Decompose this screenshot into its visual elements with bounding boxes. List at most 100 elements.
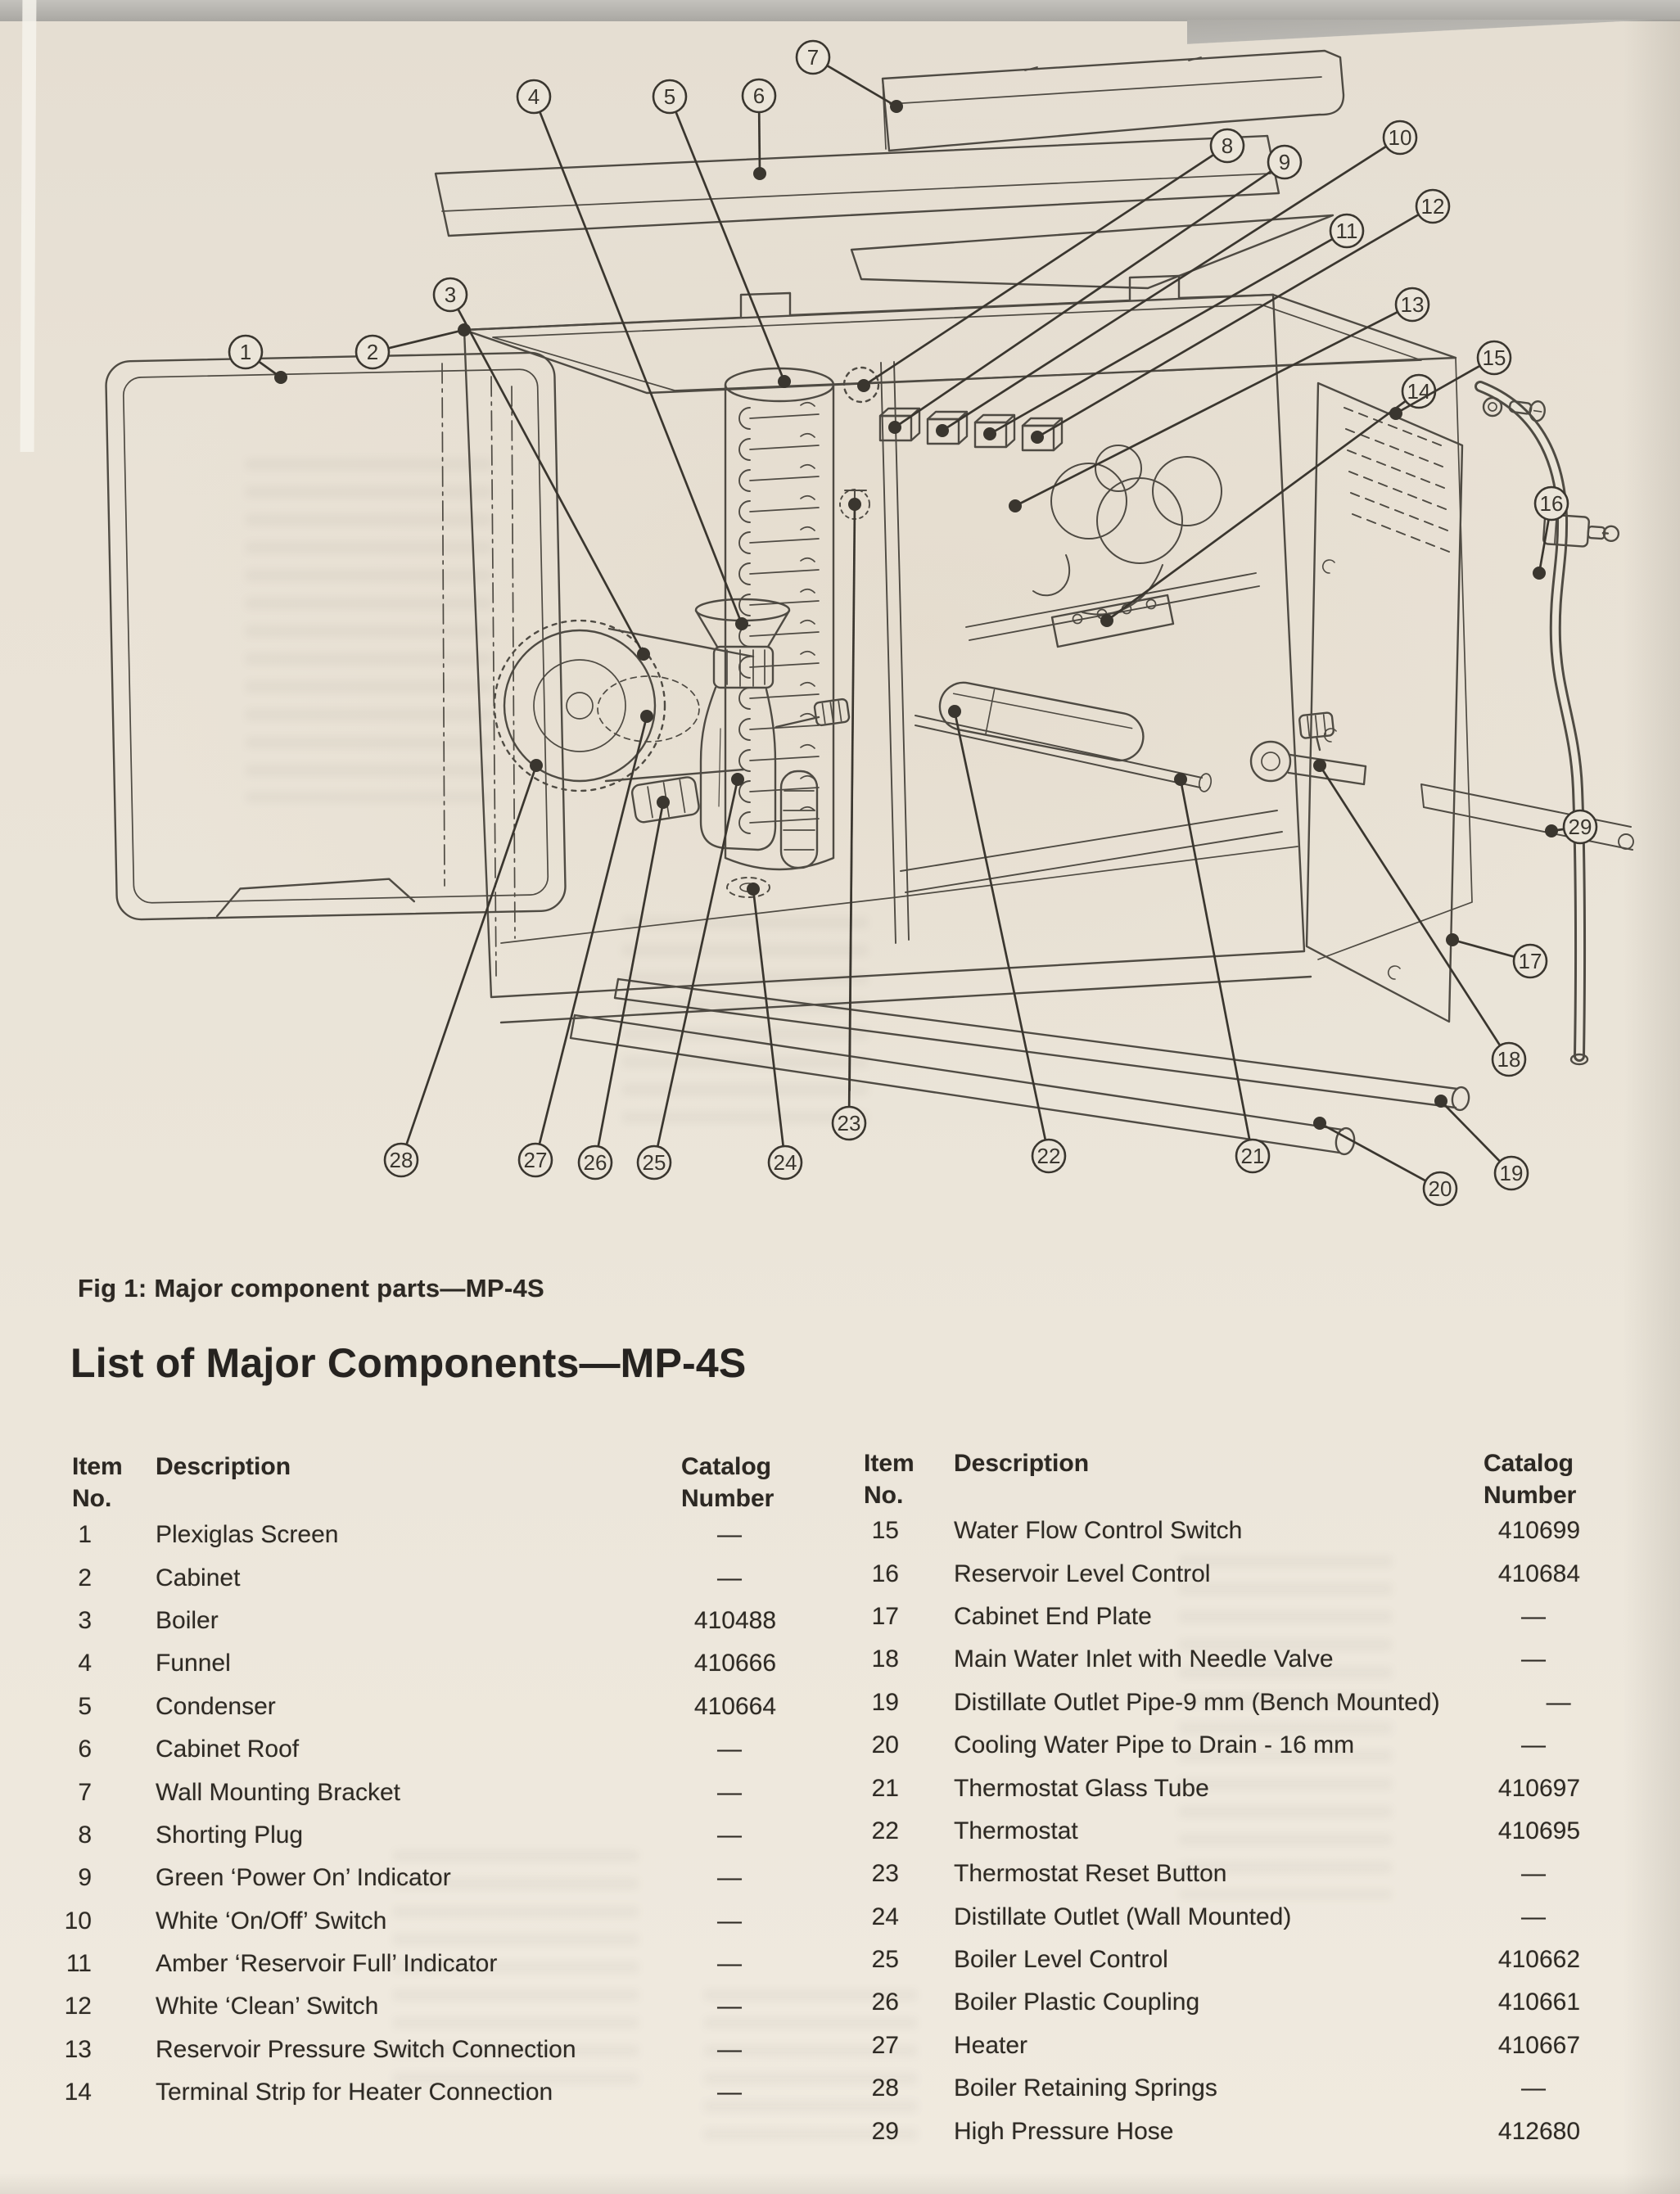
callout-number: 25 <box>643 1150 666 1175</box>
callout-25: 25 <box>636 773 744 1181</box>
part-description: Condenser <box>156 1692 276 1720</box>
leader-dot <box>1100 614 1113 627</box>
callout-7: 7 <box>795 39 903 113</box>
callout-22: 22 <box>948 705 1067 1174</box>
item-number: 6 <box>78 1736 92 1763</box>
thermostat <box>938 681 1145 762</box>
catalog-number: 410697 <box>1497 1774 1580 1802</box>
callout-19: 19 <box>1434 1095 1529 1191</box>
callout-number: 27 <box>524 1148 548 1172</box>
scanner-edge-band <box>0 0 1680 21</box>
part-description: Reservoir Pressure Switch Connection <box>156 2035 576 2063</box>
page-curl-shading <box>1623 20 1680 2194</box>
part-description: Cabinet Roof <box>156 1736 300 1763</box>
item-number: 25 <box>871 1946 899 1974</box>
callout-8: 8 <box>857 128 1245 392</box>
distillate-outlet-flange <box>726 877 770 898</box>
catalog-number: — <box>1546 1688 1571 1716</box>
exploded-view-diagram: 1234567891011121314151617181920212223242… <box>105 39 1634 1207</box>
part-description: Cooling Water Pipe to Drain - 16 mm <box>954 1731 1355 1759</box>
switch-indicator-blocks <box>878 407 1064 452</box>
thermostat-glass-tube <box>915 715 1213 792</box>
callout-number: 20 <box>1429 1176 1452 1201</box>
condenser <box>724 367 835 871</box>
callout-9: 9 <box>888 144 1303 434</box>
leader-dot <box>1031 431 1044 444</box>
cabinet-front-frame <box>463 293 1306 999</box>
catalog-number: — <box>1521 1646 1546 1673</box>
catalog-number: 410661 <box>1497 1989 1580 2016</box>
cabinet-roof <box>434 134 1280 237</box>
showthrough-smudge <box>246 458 491 802</box>
leader-dot <box>735 617 748 630</box>
item-number: 22 <box>871 1817 899 1844</box>
item-number: 4 <box>78 1650 92 1677</box>
part-description: Wall Mounting Bracket <box>156 1778 401 1806</box>
callout-10: 10 <box>936 120 1418 437</box>
figure-caption: Fig 1: Major component parts—MP-4S <box>78 1274 544 1302</box>
part-description: Water Flow Control Switch <box>954 1517 1243 1545</box>
showthrough-smudge <box>1179 1555 1392 1899</box>
showthrough-smudge <box>622 917 868 1130</box>
part-description: Green ‘Power On’ Indicator <box>156 1864 451 1892</box>
leader-dot <box>731 773 744 786</box>
cabinet-top-opening <box>463 293 1457 395</box>
item-number: 2 <box>78 1564 92 1591</box>
reservoir-lid-panel <box>850 214 1335 290</box>
catalog-number: — <box>1521 1860 1546 1888</box>
item-number: 8 <box>78 1821 92 1849</box>
callout-number: 18 <box>1497 1047 1521 1072</box>
callout-number: 11 <box>1336 219 1358 243</box>
callout-20: 20 <box>1313 1117 1458 1207</box>
leader-dot <box>778 375 791 388</box>
part-description: White ‘On/Off’ Switch <box>156 1907 387 1934</box>
catalog-number: 410662 <box>1497 1946 1580 1974</box>
catalog-number: 410664 <box>693 1692 776 1720</box>
part-description: Boiler Retaining Springs <box>954 2074 1217 2102</box>
callout-11: 11 <box>983 213 1365 440</box>
item-number: 13 <box>64 2035 92 2063</box>
part-description: Cabinet <box>156 1564 241 1591</box>
leader-dot <box>888 421 901 434</box>
level-control-bottle <box>699 686 777 851</box>
item-number: 20 <box>871 1731 899 1759</box>
cooling-water-drain-pipe <box>569 1013 1356 1156</box>
boiler-level-control <box>779 770 819 869</box>
callout-23: 23 <box>831 498 867 1141</box>
column-header-description-left: Description <box>156 1453 291 1480</box>
item-number: 24 <box>871 1903 899 1930</box>
cabinet-end-plate <box>1305 381 1464 1023</box>
cabinet-divider <box>880 361 910 944</box>
part-description: Main Water Inlet with Needle Valve <box>954 1646 1334 1673</box>
item-number: 21 <box>871 1774 899 1802</box>
leader-dot <box>640 710 653 723</box>
item-number: 11 <box>65 1950 92 1978</box>
catalog-number: — <box>717 2035 742 2063</box>
leader-dot <box>1313 1117 1326 1130</box>
callout-number: 9 <box>1279 150 1290 174</box>
item-number: 15 <box>871 1517 899 1545</box>
part-description: Reservoir Level Control <box>954 1560 1211 1587</box>
part-description: Thermostat <box>954 1817 1078 1844</box>
item-number: 1 <box>78 1521 92 1549</box>
callout-number: 4 <box>528 84 540 109</box>
part-description: Shorting Plug <box>156 1821 304 1849</box>
callout-3: 3 <box>432 277 650 661</box>
machine-line-art <box>105 49 1634 1156</box>
leader-dot <box>1313 759 1326 772</box>
